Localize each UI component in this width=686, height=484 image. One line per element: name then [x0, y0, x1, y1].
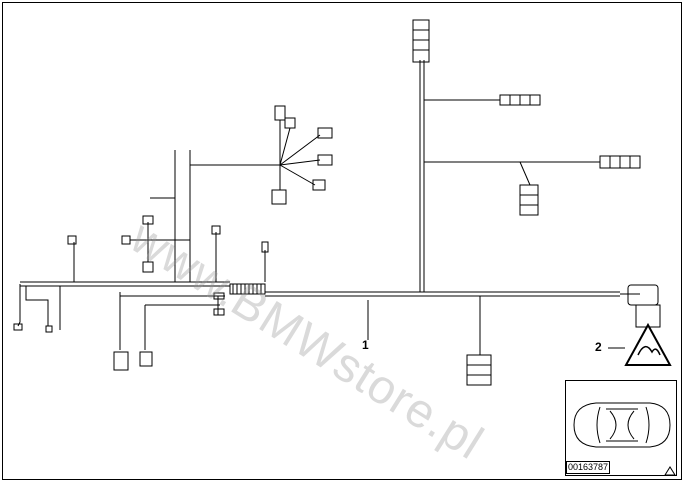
vehicle-thumbnail [565, 380, 677, 476]
diagram-id-label: 00163787 [566, 461, 611, 474]
warning-triangle-icon [624, 322, 672, 366]
harness-right-trunk [412, 19, 641, 292]
harness-left-branches [13, 150, 280, 371]
harness-upper-star [271, 105, 333, 205]
callout-part-1: 1 [362, 338, 369, 352]
car-top-view-icon [573, 402, 671, 448]
callout-leaders [367, 300, 625, 349]
diagram-frame [2, 2, 682, 480]
harness-main-trunk [20, 281, 620, 297]
callout-part-2: 2 [595, 340, 602, 354]
